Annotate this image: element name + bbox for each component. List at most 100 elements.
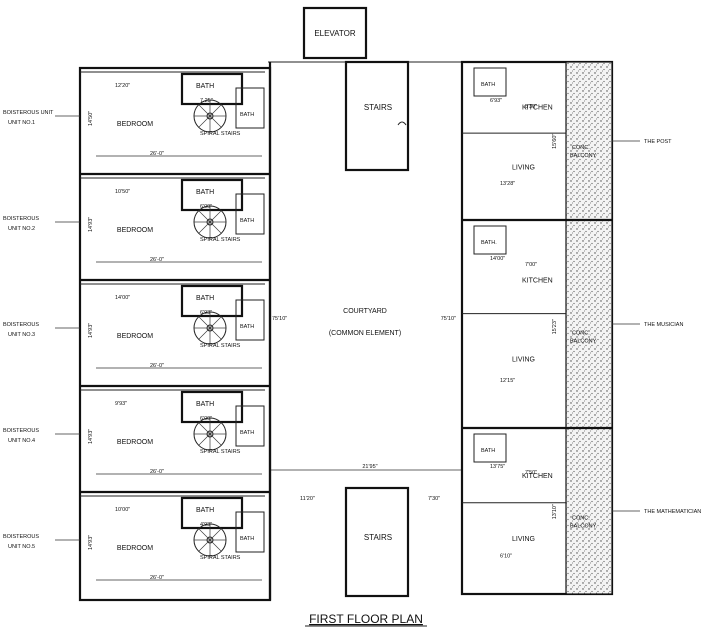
- bath2-label: BATH: [240, 430, 254, 436]
- courtyard-dim-left: 11'20": [300, 496, 315, 502]
- unit-name: THE POST: [644, 139, 672, 145]
- balcony-label-2: BALCONY: [570, 523, 597, 529]
- balcony-strip: [565, 61, 613, 595]
- bath-room: [180, 284, 244, 318]
- bath-label: BATH.: [481, 240, 497, 246]
- bath-label: BATH: [196, 189, 214, 196]
- dim-1: 13'75": [490, 464, 505, 470]
- dim-2: 8'30": [525, 104, 537, 110]
- dim-1: 14'00": [490, 256, 505, 262]
- dim-4: 15'60": [552, 134, 558, 149]
- width-dim: 26'-0": [150, 575, 164, 581]
- top-dim: 10'50": [115, 189, 130, 195]
- height-dim: 14'50": [88, 111, 94, 126]
- bath-label: BATH: [196, 401, 214, 408]
- bath-room-2: [235, 405, 265, 447]
- bath-label: BATH: [481, 448, 495, 454]
- right-unit-3: BATHKITCHENLIVINGCONC.BALCONY13'75"7'50"…: [462, 426, 701, 559]
- kitchen-label: KITCHEN: [522, 473, 553, 480]
- unit-number: UNIT NO.1: [8, 120, 35, 126]
- unit-number: UNIT NO.4: [8, 438, 35, 444]
- bath2-label: BATH: [240, 112, 254, 118]
- height-dim: 14'93": [88, 323, 94, 338]
- courtyard-height-left: 75'10": [272, 316, 287, 322]
- stairs-bottom: [344, 486, 410, 598]
- stairs-top: [344, 60, 410, 172]
- bath-room: [180, 496, 244, 530]
- balcony-label: CONC.: [572, 145, 590, 151]
- bath-room-2: [235, 87, 265, 129]
- bedroom-label: BEDROOM: [117, 121, 153, 128]
- stairs-top-arrow: [397, 121, 407, 126]
- bedroom-label: BEDROOM: [117, 545, 153, 552]
- dim-3: 13'28": [500, 181, 515, 187]
- dim-3: 6'10": [500, 553, 512, 559]
- courtyard-sublabel: (COMMON ELEMENT): [329, 330, 401, 337]
- elevator-label: ELEVATOR: [314, 29, 356, 38]
- width-dim: 26'-0": [150, 469, 164, 475]
- bath-room: [180, 72, 244, 106]
- bath-dim: 4'93": [200, 522, 212, 528]
- stairs-top-label: STAIRS: [364, 103, 392, 112]
- living-label: LIVING: [512, 536, 535, 543]
- top-dim: 12'20": [115, 83, 130, 89]
- bedroom-label: BEDROOM: [117, 333, 153, 340]
- dim-3: 12'15": [500, 378, 515, 384]
- bath2-label: BATH: [240, 536, 254, 542]
- unit-label: BOISTEROUS: [3, 322, 39, 328]
- courtyard: 21'95" 75'10" 75'10" 11'20" 7'30" COURTY…: [268, 61, 462, 502]
- bedroom-label: BEDROOM: [117, 439, 153, 446]
- plan-title: FIRST FLOOR PLAN: [309, 612, 423, 626]
- courtyard-label: COURTYARD: [343, 308, 387, 315]
- balcony-label-2: BALCONY: [570, 153, 597, 159]
- unit-label: BOISTEROUS: [3, 216, 39, 222]
- bath-room: [180, 178, 244, 212]
- width-dim: 26'-0": [150, 151, 164, 157]
- courtyard-dim-right: 7'30": [428, 496, 440, 502]
- dim-4: 15'23": [552, 319, 558, 334]
- stairs-bottom-label: STAIRS: [364, 533, 392, 542]
- balcony-label-2: BALCONY: [570, 338, 597, 344]
- bath2-label: BATH: [240, 324, 254, 330]
- right-unit-1: BATH KITCHEN LIVING CONC. BALCONY 6'93" 8'30" 1…: [462, 67, 672, 187]
- right-unit-2: BATH.KITCHENLIVINGCONC.BALCONY14'00"7'00…: [462, 218, 683, 384]
- unit-name: THE MATHEMATICIAN: [644, 509, 701, 515]
- width-dim: 26'-0": [150, 257, 164, 263]
- bath-dim: 6'93": [200, 310, 212, 316]
- bath-label: BATH: [196, 83, 214, 90]
- dim-2: 7'50": [525, 470, 537, 476]
- top-dim: 9'93": [115, 401, 127, 407]
- height-dim: 14'93": [88, 217, 94, 232]
- kitchen-label: KITCHEN: [522, 104, 553, 111]
- balcony-label: CONC.: [572, 330, 590, 336]
- bath-room-2: [235, 193, 265, 235]
- unit-name: THE MUSICIAN: [644, 322, 683, 328]
- height-dim: 14'93": [88, 429, 94, 444]
- living-label: LIVING: [512, 164, 535, 171]
- bath-dim: 6'00": [200, 204, 212, 210]
- top-dim: 10'00": [115, 507, 130, 513]
- bath-room-2: [235, 511, 265, 553]
- dim-4: 13'10": [552, 504, 558, 519]
- dim-1: 6'93": [490, 98, 502, 104]
- kitchen-label: KITCHEN: [522, 277, 553, 284]
- bath-dim: 7.25": [200, 98, 213, 104]
- unit-label: BOISTEROUS: [3, 534, 39, 540]
- bath-label: BATH: [481, 82, 495, 88]
- bath-label: BATH: [196, 295, 214, 302]
- courtyard-height-right: 75'10": [441, 316, 456, 322]
- bath-room-2: [235, 299, 265, 341]
- bath2-label: BATH: [240, 218, 254, 224]
- unit-number: UNIT NO.5: [8, 544, 35, 550]
- width-dim: 26'-0": [150, 363, 164, 369]
- bedroom-label: BEDROOM: [117, 227, 153, 234]
- elevator: [302, 6, 368, 60]
- bath-room: [180, 390, 244, 424]
- height-dim: 14'93": [88, 535, 94, 550]
